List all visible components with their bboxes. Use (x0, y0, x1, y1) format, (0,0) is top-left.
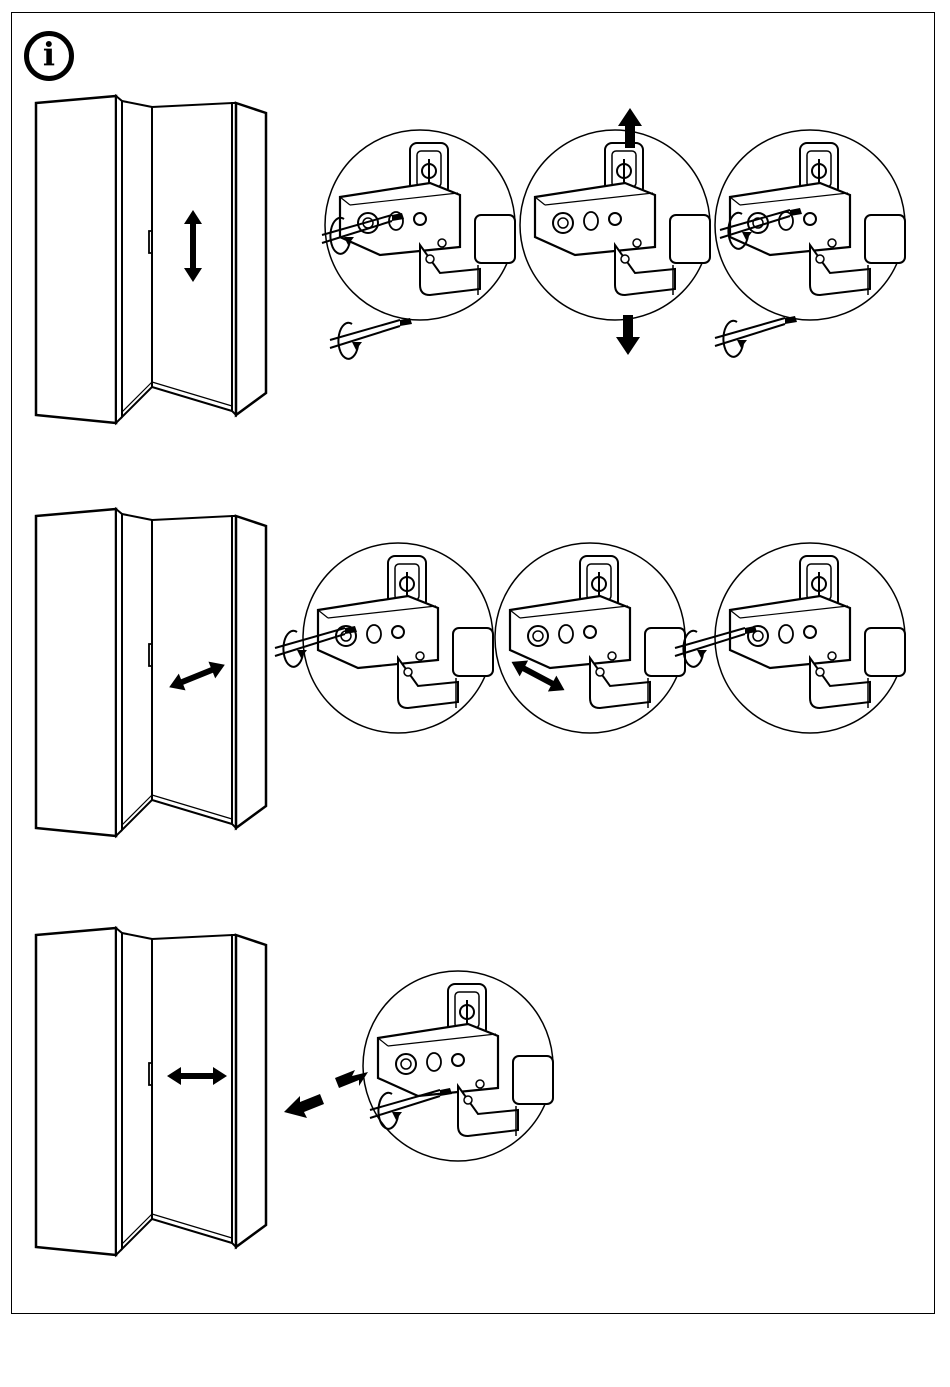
corner-wardrobe-illustration (36, 96, 266, 423)
hinge-detail-circle (520, 130, 710, 320)
step-1-height-adjustment (36, 96, 905, 423)
corner-wardrobe-illustration (36, 928, 266, 1255)
arrow-left-icon (284, 1094, 324, 1118)
hinge-detail-circle (715, 130, 905, 320)
screwdriver-icon (330, 318, 412, 359)
hinge-detail-circle (495, 543, 685, 733)
hinge-detail-circle (715, 543, 905, 733)
step-3-side-adjustment (36, 928, 553, 1255)
hinge-detail-circle (363, 971, 553, 1161)
arrow-down-icon (616, 315, 640, 355)
step-2-depth-adjustment (36, 509, 905, 836)
corner-wardrobe-illustration (36, 509, 266, 836)
screwdriver-icon (715, 316, 797, 357)
